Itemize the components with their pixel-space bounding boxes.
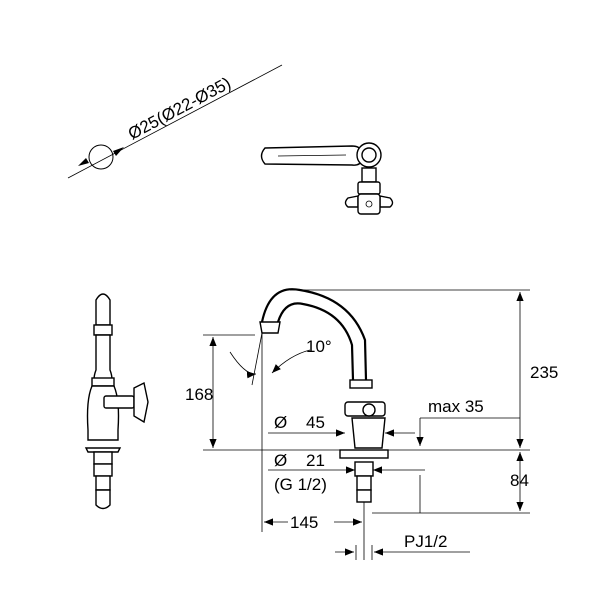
thread-label: (G 1/2) (274, 475, 327, 494)
connection-diameter-symbol: Ø (274, 451, 287, 470)
base-diameter-symbol: Ø (274, 413, 287, 432)
pipe-diameter-label: Ø25(Ø22-Ø35) (125, 74, 234, 144)
front-view (259, 288, 389, 503)
top-view (260, 142, 394, 215)
reach-label: 145 (290, 513, 318, 532)
connector-label: PJ1/2 (404, 532, 447, 551)
height-spout-label: 168 (185, 385, 213, 404)
base-diameter-value: 45 (306, 413, 325, 432)
pipe-section-circle (88, 144, 114, 170)
spout-angle-label: 10° (306, 337, 332, 356)
side-view (84, 293, 149, 510)
height-total-label: 235 (530, 363, 558, 382)
max-thickness-label: max 35 (428, 397, 484, 416)
dimensions: 168 235 84 10° Ø 45 max 35 Ø 21 (G 1/2) (185, 289, 558, 560)
lower-height-label: 84 (510, 471, 529, 490)
connection-diameter-value: 21 (306, 451, 325, 470)
pipe-diameter-callout: Ø25(Ø22-Ø35) (67, 64, 283, 179)
